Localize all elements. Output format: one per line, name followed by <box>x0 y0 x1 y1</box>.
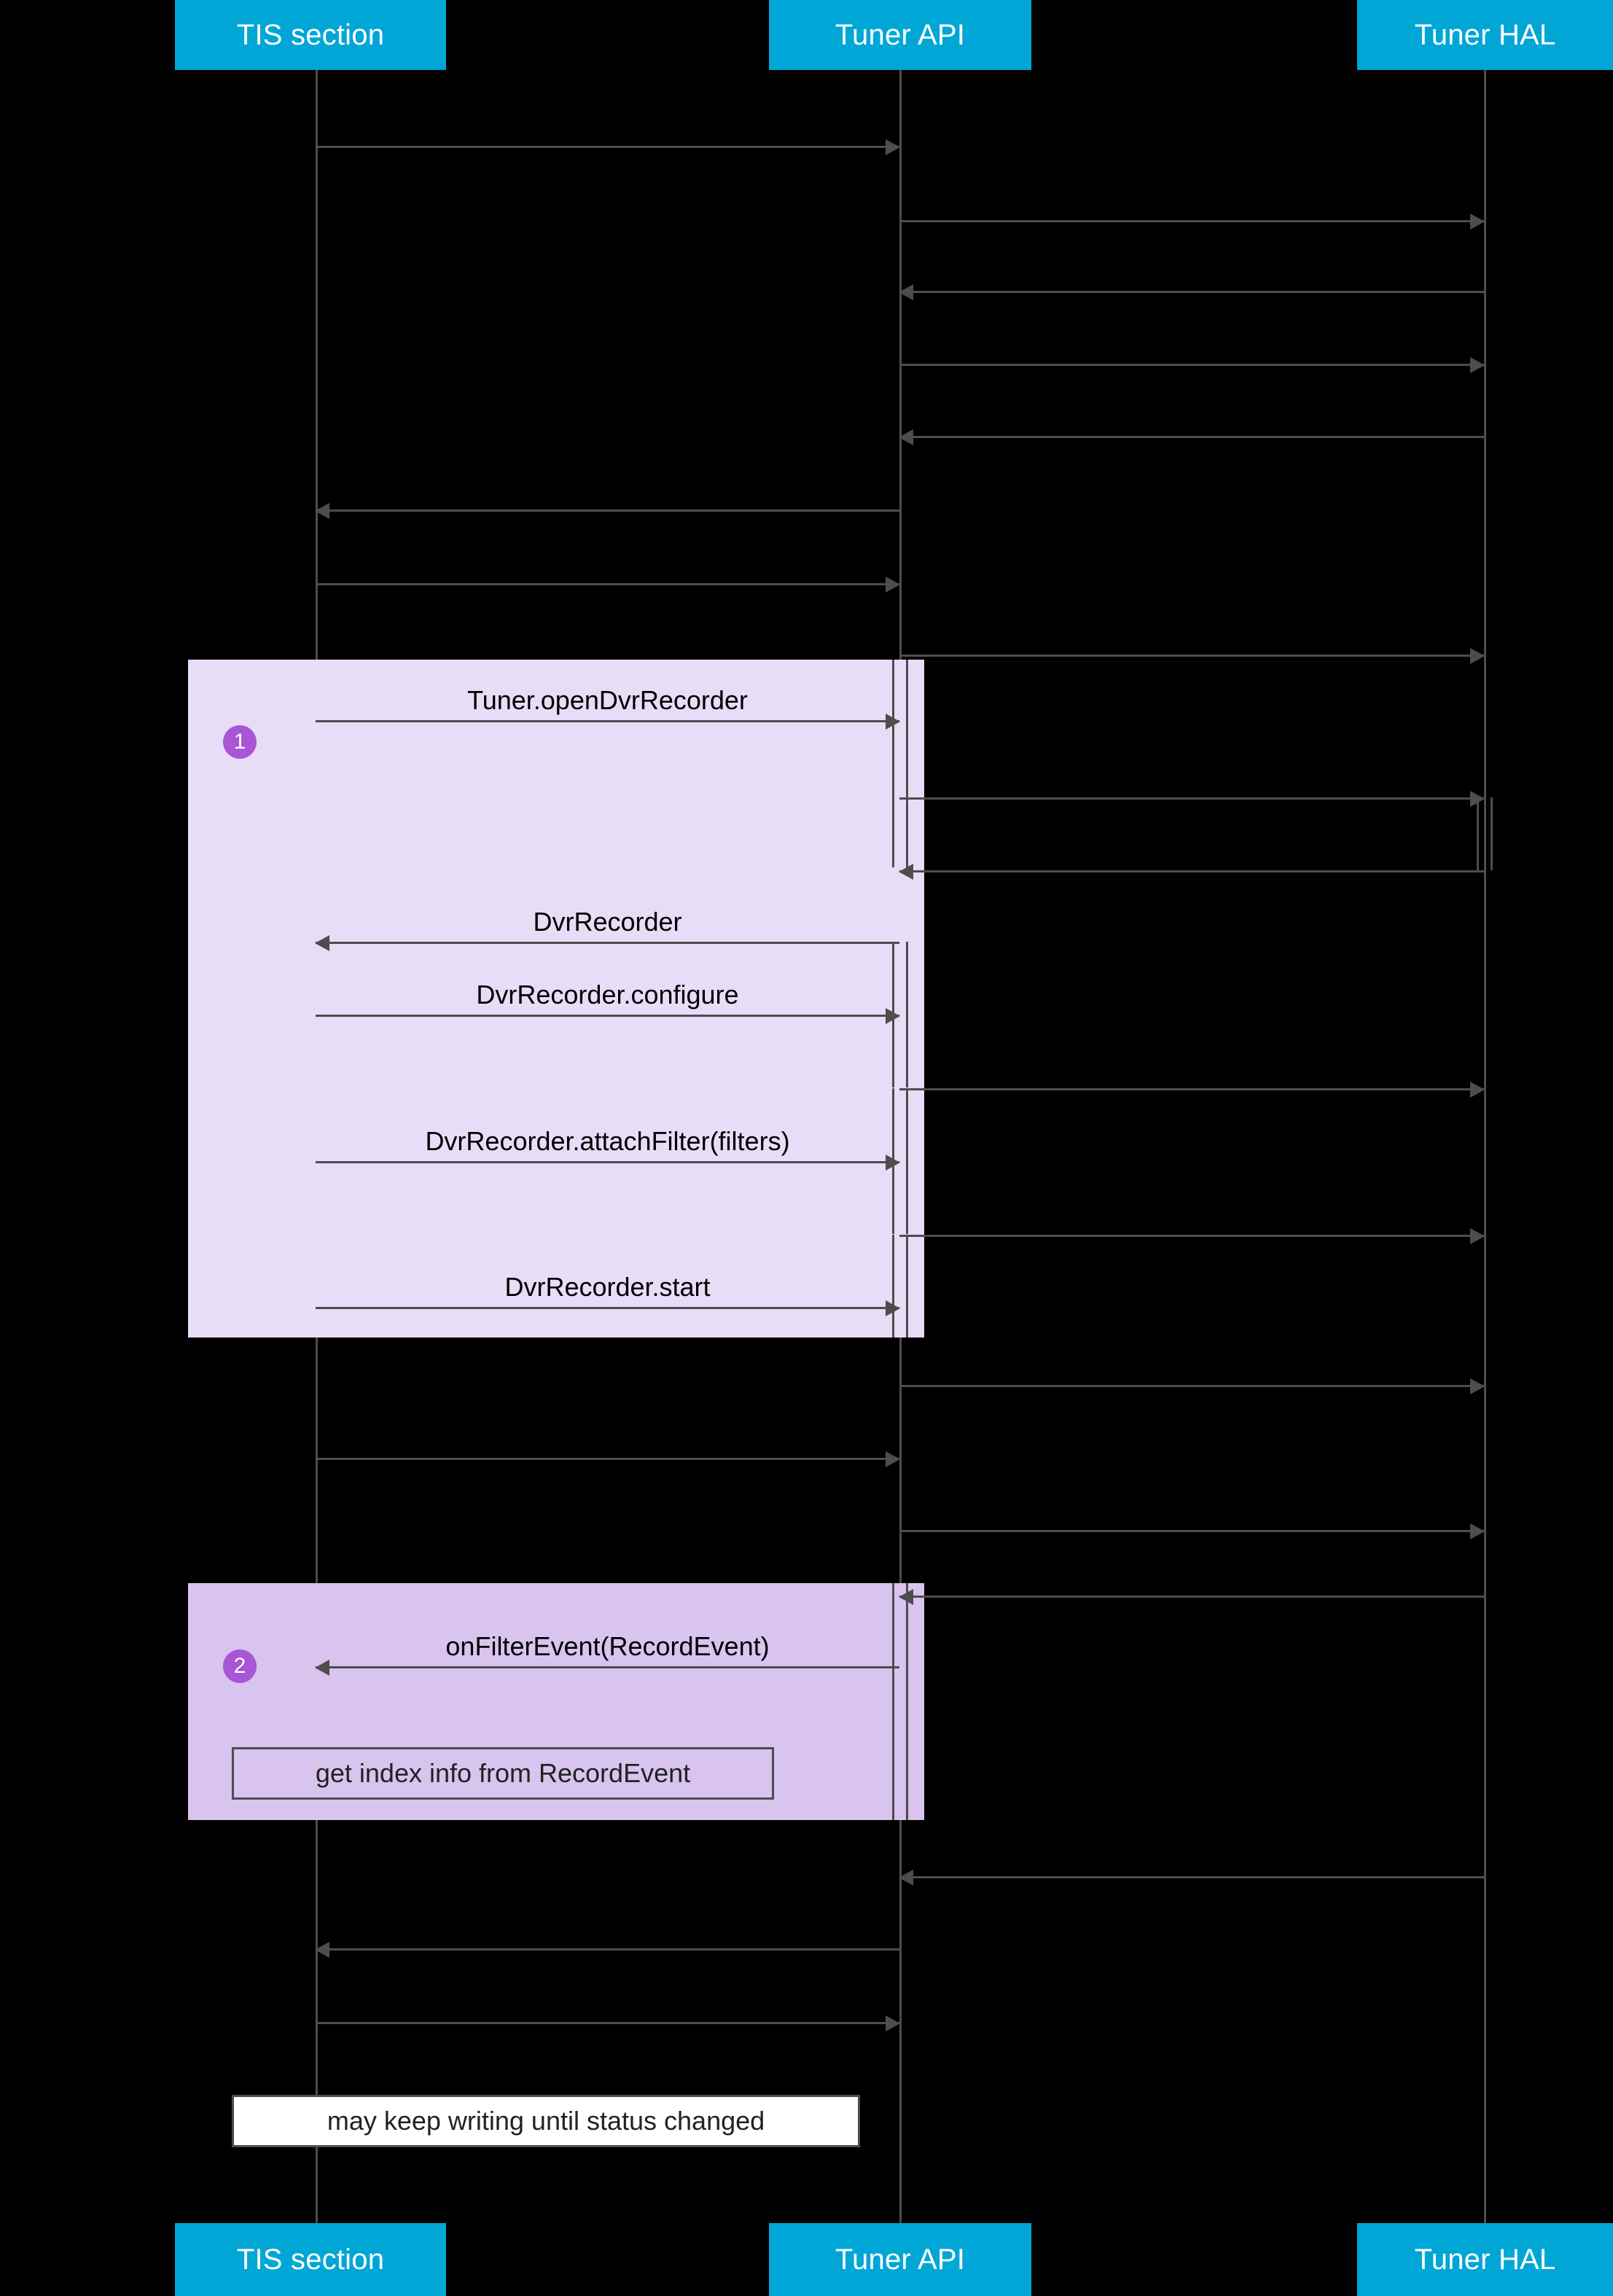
arrowhead-left-icon <box>899 1869 913 1886</box>
message-arrow-m14 <box>899 1081 1485 1098</box>
message-arrow-m23 <box>899 1869 1484 1886</box>
message-label-dvr-recorder-return: DvrRecorder <box>533 907 682 937</box>
note-get-index-info-label: get index info from RecordEvent <box>315 1758 691 1788</box>
participant-footer-tis-section-label: TIS section <box>236 2243 385 2276</box>
participant-header-tuner-api-label: Tuner API <box>835 18 966 51</box>
message-arrow-m11 <box>899 863 1484 880</box>
message-arrow-dvr-recorder-configure: DvrRecorder.configure <box>316 980 900 1024</box>
arrowhead-left-icon <box>315 1941 329 1958</box>
note-may-keep-writing: may keep writing until status changed <box>232 2095 860 2147</box>
arrowhead-right-icon <box>1470 1523 1485 1539</box>
participant-header-tis-section[interactable]: TIS section <box>175 0 446 70</box>
arrowhead-right-icon <box>1470 356 1485 373</box>
message-arrow-m18 <box>899 1378 1485 1394</box>
participant-footer-tuner-api[interactable]: Tuner API <box>769 2223 1031 2296</box>
message-arrow-m10 <box>899 790 1485 807</box>
message-arrow-m20 <box>899 1523 1485 1539</box>
arrowhead-right-icon <box>886 2015 900 2031</box>
activation-bar-api-start <box>892 1235 908 1338</box>
arrowhead-right-icon <box>1470 790 1485 807</box>
participant-footer-tuner-api-label: Tuner API <box>835 2243 966 2276</box>
message-arrow-m5 <box>899 429 1484 445</box>
message-arrow-open-dvr-recorder: Tuner.openDvrRecorder <box>316 685 900 730</box>
participant-header-tuner-api[interactable]: Tuner API <box>769 0 1031 70</box>
step-badge-2: 2 <box>223 1649 257 1683</box>
participant-header-tuner-hal-label: Tuner HAL <box>1414 18 1556 51</box>
arrowhead-right-icon <box>886 576 900 593</box>
message-arrow-dvr-recorder-attach-filter: DvrRecorder.attachFilter(filters) <box>316 1126 900 1171</box>
message-label-dvr-recorder-start: DvrRecorder.start <box>504 1272 711 1302</box>
activation-bar-api-event <box>892 1583 908 1820</box>
message-arrow-m1 <box>316 138 900 155</box>
message-arrow-m16 <box>899 1227 1485 1244</box>
arrowhead-right-icon <box>1470 1081 1485 1098</box>
participant-footer-tuner-hal-label: Tuner HAL <box>1414 2243 1556 2276</box>
arrowhead-left-icon <box>899 284 913 300</box>
step-badge-2-label: 2 <box>233 1654 246 1678</box>
arrowhead-left-icon <box>315 502 329 519</box>
step-badge-1: 1 <box>223 725 257 759</box>
message-arrow-m24 <box>315 1941 899 1958</box>
note-get-index-info: get index info from RecordEvent <box>232 1747 774 1800</box>
message-arrow-dvr-recorder-start: DvrRecorder.start <box>316 1272 900 1316</box>
arrowhead-left-icon <box>899 429 913 445</box>
participant-header-tis-section-label: TIS section <box>236 18 385 51</box>
arrowhead-right-icon <box>1470 1227 1485 1244</box>
arrowhead-right-icon <box>1470 1378 1485 1394</box>
arrowhead-left-icon <box>899 863 913 880</box>
lifeline-tuner-hal <box>1484 70 1486 2223</box>
activation-bar-api-open <box>892 660 908 867</box>
participant-footer-tuner-hal[interactable]: Tuner HAL <box>1357 2223 1613 2296</box>
arrowhead-left-icon <box>315 934 329 951</box>
arrowhead-left-icon <box>315 1659 329 1676</box>
arrowhead-right-icon <box>1470 213 1485 230</box>
message-arrow-m7 <box>316 576 900 593</box>
message-arrow-m4 <box>899 356 1485 373</box>
arrowhead-right-icon <box>886 1154 900 1171</box>
arrowhead-left-icon <box>899 1588 913 1605</box>
activation-bar-hal-open <box>1477 797 1493 870</box>
message-label-on-filter-event: onFilterEvent(RecordEvent) <box>445 1631 770 1661</box>
message-arrow-m25 <box>316 2015 900 2031</box>
message-label-dvr-recorder-configure: DvrRecorder.configure <box>476 980 739 1010</box>
arrowhead-right-icon <box>886 1450 900 1467</box>
message-arrow-on-filter-event: onFilterEvent(RecordEvent) <box>315 1631 899 1676</box>
note-may-keep-writing-label: may keep writing until status changed <box>327 2106 765 2136</box>
arrowhead-right-icon <box>886 138 900 155</box>
message-arrow-m2 <box>899 213 1485 230</box>
step-badge-1-label: 1 <box>233 730 246 754</box>
arrowhead-right-icon <box>886 1007 900 1024</box>
message-arrow-m6 <box>315 502 899 519</box>
highlight-region-step-1 <box>188 660 924 1338</box>
message-arrow-m19 <box>316 1450 900 1467</box>
message-arrow-m3 <box>899 284 1484 300</box>
message-arrow-m21 <box>899 1588 1484 1605</box>
message-label-dvr-recorder-attach-filter: DvrRecorder.attachFilter(filters) <box>425 1126 790 1156</box>
message-arrow-m8 <box>899 647 1485 664</box>
arrowhead-right-icon <box>886 1300 900 1316</box>
arrowhead-right-icon <box>1470 647 1485 664</box>
arrowhead-right-icon <box>886 713 900 730</box>
message-arrow-dvr-recorder-return: DvrRecorder <box>315 907 899 951</box>
participant-footer-tis-section[interactable]: TIS section <box>175 2223 446 2296</box>
message-label-open-dvr-recorder: Tuner.openDvrRecorder <box>467 685 748 715</box>
participant-header-tuner-hal[interactable]: Tuner HAL <box>1357 0 1613 70</box>
